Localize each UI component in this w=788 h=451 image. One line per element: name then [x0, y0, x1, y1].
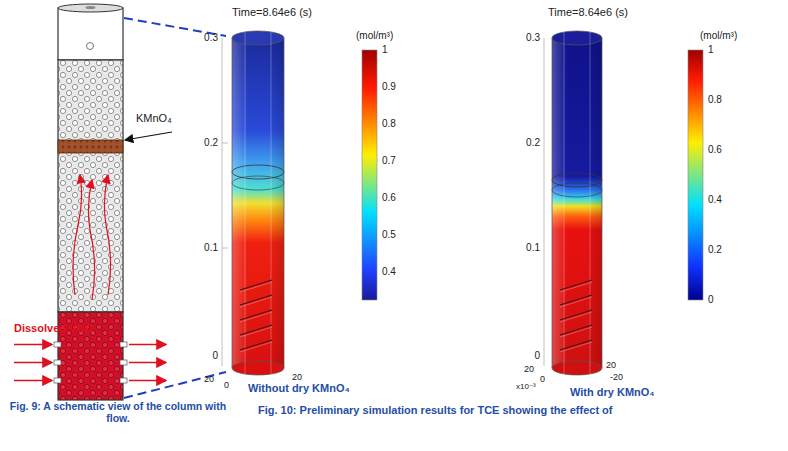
- time-label: Time=8.64e6 (s): [548, 6, 628, 19]
- simulation-cylinder: [222, 31, 284, 375]
- axis-tick: 20: [606, 360, 616, 370]
- colorbar-tick: 0: [708, 294, 714, 306]
- axis-tick: 0: [534, 350, 540, 362]
- inflow-label: Dissolved VOC: [14, 322, 93, 335]
- axis-tick: 0: [224, 380, 229, 390]
- column-schematic: [14, 4, 172, 400]
- colorbar-tick: 1: [708, 44, 714, 56]
- colorbar-tick: 0.6: [382, 192, 396, 204]
- colorbar-tick: 0.5: [382, 229, 396, 241]
- axis-tick: 0: [540, 374, 545, 384]
- colorbar-tick: 1: [382, 44, 388, 56]
- colorbar: [688, 50, 703, 300]
- axis-tick: 20: [292, 372, 302, 382]
- colorbar-tick: 0.8: [708, 94, 722, 106]
- panel-label: Without dry KMnO₄: [248, 382, 350, 395]
- simulation-cylinder: [544, 31, 602, 375]
- axis-tick: 0.1: [204, 242, 218, 254]
- colorbar-tick: 0.4: [708, 194, 722, 206]
- colorbar-tick: 0.8: [382, 118, 396, 130]
- axis-tick: 0.3: [526, 32, 540, 44]
- axis-tick: 0.2: [204, 137, 218, 149]
- axis-tick: 20: [524, 364, 534, 374]
- colorbar-unit: (mol/m³): [700, 30, 737, 42]
- axis-tick: 0: [212, 350, 218, 362]
- colorbar-tick: 0.7: [382, 155, 396, 167]
- axis-tick: 0.3: [204, 32, 218, 44]
- colorbar-tick: 0.9: [382, 81, 396, 93]
- reagent-label: KMnO₄: [136, 112, 172, 125]
- colorbar-tick: 0.6: [708, 144, 722, 156]
- colorbar: [362, 50, 377, 300]
- time-label: Time=8.64e6 (s): [232, 6, 312, 19]
- axis-tick: -20: [610, 372, 623, 382]
- zoom-line: [124, 372, 226, 398]
- figure-caption: Fig. 10: Preliminary simulation results …: [258, 404, 613, 417]
- axis-tick: 0.1: [526, 242, 540, 254]
- axis-tick: 20: [204, 374, 214, 384]
- colorbar-tick: 0.4: [382, 266, 396, 278]
- colorbar-unit: (mol/m³): [356, 30, 393, 42]
- colorbar-tick: 0.2: [708, 244, 722, 256]
- axis-tick: 0.2: [526, 137, 540, 149]
- panel-label: With dry KMnO₄: [570, 386, 655, 399]
- figure-caption: Fig. 9: A schematic view of the column w…: [8, 400, 228, 424]
- axis-multiplier: x10⁻³: [516, 382, 536, 391]
